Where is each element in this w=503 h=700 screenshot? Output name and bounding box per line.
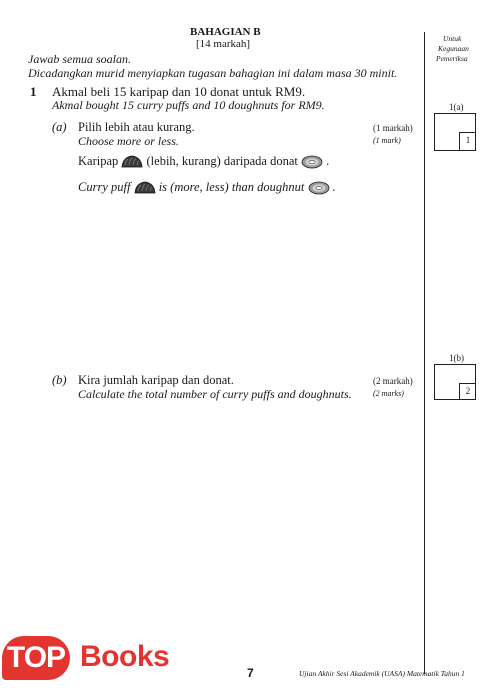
- doughnut-icon: [308, 181, 329, 195]
- topbooks-logo-top: TOP: [2, 636, 70, 680]
- part-b-marks-english: (2 marks): [373, 389, 404, 398]
- part-a-english-mid: is (more, less) than doughnut: [158, 180, 305, 194]
- part-a-malay-end: .: [326, 154, 330, 168]
- part-a-marks-english: (1 mark): [373, 136, 401, 145]
- part-a-box-label: 1(a): [449, 102, 464, 112]
- question-stem-english: Akmal bought 15 curry puffs and 10 dough…: [52, 98, 325, 112]
- part-a-mark-box: 1: [434, 113, 476, 151]
- curry-puff-icon: [121, 155, 143, 168]
- part-a-malay-start: Karipap: [78, 154, 119, 168]
- margin-divider: [424, 32, 425, 674]
- part-b-box-label: 1(b): [449, 353, 464, 363]
- doughnut-icon: [301, 155, 323, 169]
- part-a-max-score: 1: [459, 132, 476, 151]
- instruction-answer-all: Jawab semua soalan.: [28, 52, 131, 66]
- part-a-english-start: Curry puff: [78, 180, 131, 194]
- part-b-mark-box: 2: [434, 364, 476, 400]
- part-a-english-end: .: [332, 180, 336, 194]
- part-a-label: (a): [52, 120, 67, 134]
- topbooks-logo-books: Books: [80, 640, 170, 673]
- margin-label-kegunaan: Kegunaan: [438, 44, 469, 53]
- part-b-instruction-english: Calculate the total number of curry puff…: [78, 387, 352, 401]
- part-b-label: (b): [52, 373, 67, 387]
- part-a-marks-malay: (1 markah): [373, 123, 413, 133]
- section-title: BAHAGIAN B: [190, 26, 261, 38]
- part-a-sentence-english: Curry puff is (more, less) than doughnut…: [78, 178, 336, 196]
- instruction-time: Dicadangkan murid menyiapkan tugasan bah…: [28, 66, 398, 80]
- margin-label-pemeriksa: Pemeriksa: [436, 54, 468, 63]
- exam-title: Ujian Akhir Sesi Akademik (UASA) Matemat…: [299, 669, 465, 678]
- part-a-instruction-english: Choose more or less.: [78, 134, 179, 148]
- section-marks: [14 markah]: [196, 38, 251, 50]
- curry-puff-icon: [134, 181, 156, 194]
- page-number: 7: [247, 666, 254, 680]
- margin-label-untuk: Untuk: [443, 34, 462, 43]
- question-number: 1: [30, 84, 37, 99]
- question-stem-malay: Akmal beli 15 karipap dan 10 donat untuk…: [52, 84, 306, 99]
- part-a-instruction-malay: Pilih lebih atau kurang.: [78, 120, 195, 134]
- part-b-max-score: 2: [459, 383, 476, 400]
- part-a-sentence-malay: Karipap (lebih, kurang) daripada donat .: [78, 152, 329, 170]
- part-b-instruction-malay: Kira jumlah karipap dan donat.: [78, 373, 234, 387]
- part-a-malay-mid: (lebih, kurang) daripada donat: [146, 154, 298, 168]
- part-b-marks-malay: (2 markah): [373, 376, 413, 386]
